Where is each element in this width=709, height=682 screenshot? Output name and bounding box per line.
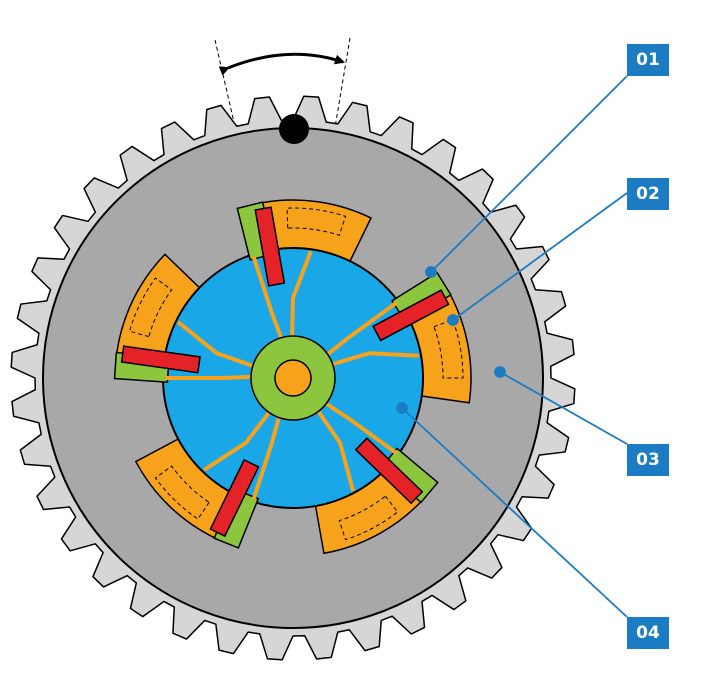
vane-red-4 [209,458,260,538]
leader-03-dot [494,366,506,378]
chamber-dash-3 [338,495,399,541]
chamber-dash-4 [154,465,210,520]
leader-04 [401,407,628,618]
callout-label-01: 01 [627,44,669,76]
swing-arrow-icon [218,52,345,76]
callout-label-03: 03 [627,444,669,476]
leader-03 [499,371,628,445]
leader-01-dot [425,266,437,278]
leader-01 [430,75,628,273]
vane-red-1 [254,206,286,287]
chamber-dash-2 [433,319,464,379]
reference-dot-icon [279,114,309,144]
chamber-dash-5 [128,277,173,338]
callout-leaders [396,75,628,618]
leader-02-dot [447,314,459,326]
vanes [113,201,452,549]
vane-red-5 [120,345,201,374]
vane-red-3 [354,437,424,505]
chamber-dash-1 [286,207,347,236]
leader-02 [452,192,628,321]
vane-red-2 [372,289,450,342]
center-bolt [274,359,312,397]
leader-04-dot [396,402,408,414]
callout-label-04: 04 [627,617,669,649]
callout-label-02: 02 [627,178,669,210]
